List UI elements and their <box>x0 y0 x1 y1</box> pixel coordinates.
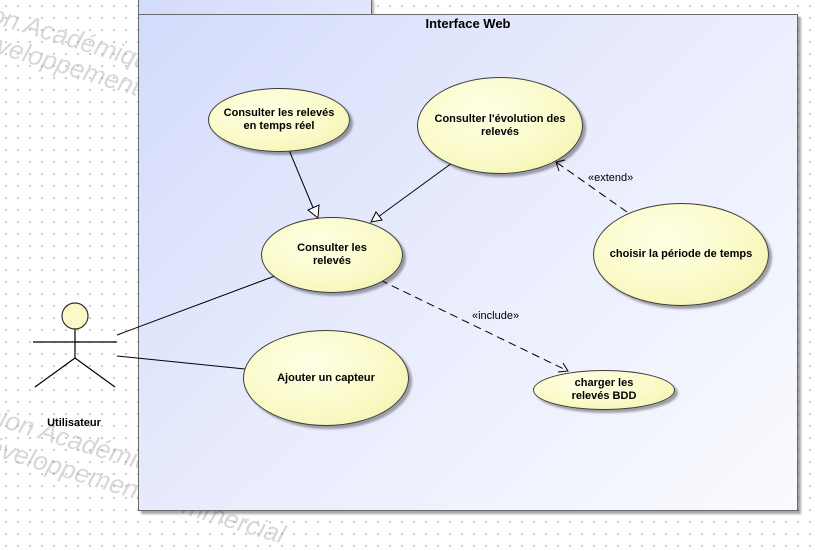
association-actor-releves <box>116 275 276 336</box>
usecase-choisir-periode[interactable]: choisir la période de temps <box>593 203 769 306</box>
association-actor-capteur <box>116 355 246 370</box>
generalization-temps-reel <box>288 149 315 211</box>
usecase-label: charger les relevés BDD <box>571 377 637 402</box>
include-line <box>379 279 569 372</box>
extend-line <box>555 161 628 213</box>
generalization-evolution <box>377 162 453 218</box>
actor-figure[interactable] <box>33 302 117 388</box>
usecase-label: choisir la période de temps <box>609 248 753 260</box>
extend-stereotype: «extend» <box>588 172 634 184</box>
usecase-label: Consulter les relevés <box>297 242 367 267</box>
extend-arrowhead <box>555 159 566 172</box>
usecase-consulter-releves-temps-reel[interactable]: Consulter les relevés en temps réel <box>208 88 350 152</box>
generalization-arrowhead-2 <box>370 211 383 223</box>
usecase-label: Consulter l'évolution des relevés <box>434 112 566 138</box>
usecase-ajouter-capteur[interactable]: Ajouter un capteur <box>243 330 409 426</box>
usecase-charger-releves-bdd[interactable]: charger les relevés BDD <box>533 370 675 410</box>
actor-name: Utilisateur <box>47 417 101 429</box>
include-arrowhead <box>557 362 569 373</box>
usecase-consulter-releves[interactable]: Consulter les relevés <box>261 217 403 293</box>
generalization-arrowhead-1 <box>307 204 320 219</box>
actor-left-leg <box>34 357 76 388</box>
usecase-label: Consulter les relevés en temps réel <box>223 107 335 132</box>
usecase-consulter-evolution-releves[interactable]: Consulter l'évolution des relevés <box>417 77 583 174</box>
relationship-lines <box>33 149 628 388</box>
actor-right-leg <box>74 357 116 388</box>
usecase-label: Ajouter un capteur <box>277 371 375 384</box>
actor-head <box>61 302 89 330</box>
system-title: Interface Web <box>425 16 511 31</box>
include-stereotype: «include» <box>472 310 520 322</box>
